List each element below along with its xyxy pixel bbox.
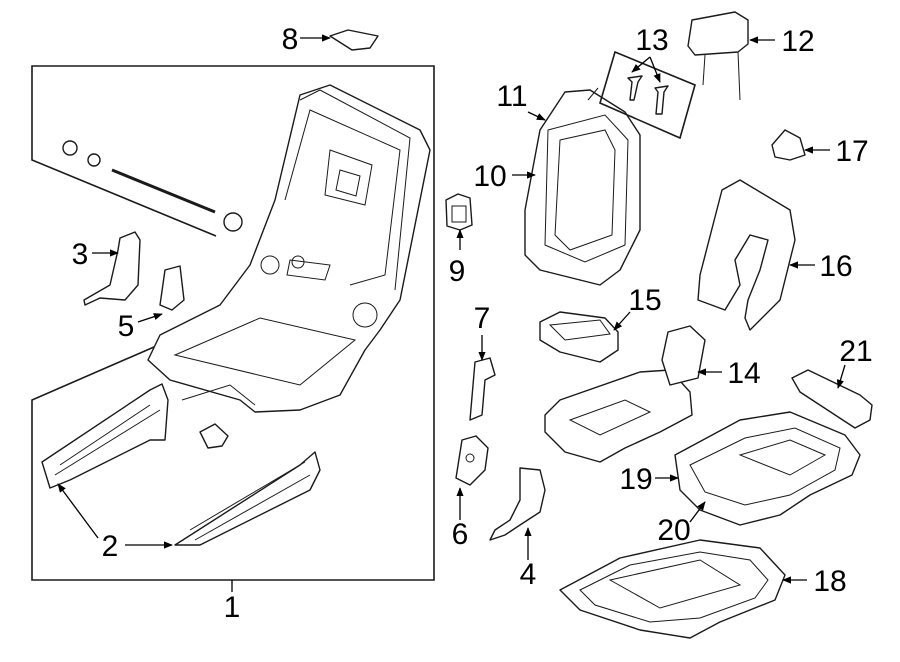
callout-10: 10 bbox=[473, 160, 506, 193]
callout-15: 15 bbox=[628, 284, 661, 317]
cushion-pad-frame-part bbox=[559, 539, 786, 639]
callout-11: 11 bbox=[496, 80, 527, 113]
callout-13: 13 bbox=[635, 24, 668, 57]
seat-cushion-part bbox=[674, 411, 861, 526]
callout-14: 14 bbox=[727, 357, 760, 390]
callout-8: 8 bbox=[282, 23, 299, 56]
callout-4: 4 bbox=[520, 558, 537, 591]
callout-17: 17 bbox=[835, 135, 868, 168]
assembly-frame bbox=[31, 65, 435, 592]
callout-20: 20 bbox=[657, 514, 690, 547]
handle-part-8 bbox=[329, 29, 379, 51]
cushion-frame-part bbox=[544, 325, 706, 463]
headrest-part bbox=[687, 11, 749, 101]
button-part-9 bbox=[445, 193, 473, 231]
trim-panel-part-5 bbox=[159, 265, 185, 311]
seat-back-panel-part bbox=[697, 179, 796, 331]
callout-18: 18 bbox=[813, 565, 846, 598]
callout-19: 19 bbox=[619, 463, 652, 496]
callout-21: 21 bbox=[839, 335, 872, 368]
callout-6: 6 bbox=[452, 518, 469, 551]
callout-1: 1 bbox=[224, 591, 241, 624]
trim-panel-part-3 bbox=[83, 231, 141, 306]
seat-back-cushion-part bbox=[524, 87, 641, 286]
callout-9: 9 bbox=[449, 255, 466, 288]
callout-12: 12 bbox=[781, 25, 814, 58]
trim-part-21 bbox=[791, 369, 873, 429]
callout-3: 3 bbox=[72, 238, 89, 271]
callout-labels: 1 2 3 4 5 6 7 8 9 10 11 12 13 14 15 16 1… bbox=[72, 23, 873, 624]
trim-panel-part-4 bbox=[489, 467, 546, 541]
callout-16: 16 bbox=[819, 250, 852, 283]
callout-5: 5 bbox=[118, 310, 135, 343]
callout-7: 7 bbox=[474, 302, 491, 335]
bolt-and-rod-parts bbox=[62, 140, 243, 232]
callout-leaders bbox=[57, 34, 846, 584]
seat-frame-part bbox=[147, 84, 431, 413]
bracket-part-6 bbox=[455, 435, 489, 486]
clip-part-17 bbox=[771, 129, 806, 161]
tray-part-15 bbox=[539, 311, 619, 363]
seat-track-parts bbox=[41, 383, 321, 546]
bracket-part-7 bbox=[469, 357, 496, 421]
guide-pins-part bbox=[599, 50, 696, 140]
callout-2: 2 bbox=[102, 530, 119, 563]
